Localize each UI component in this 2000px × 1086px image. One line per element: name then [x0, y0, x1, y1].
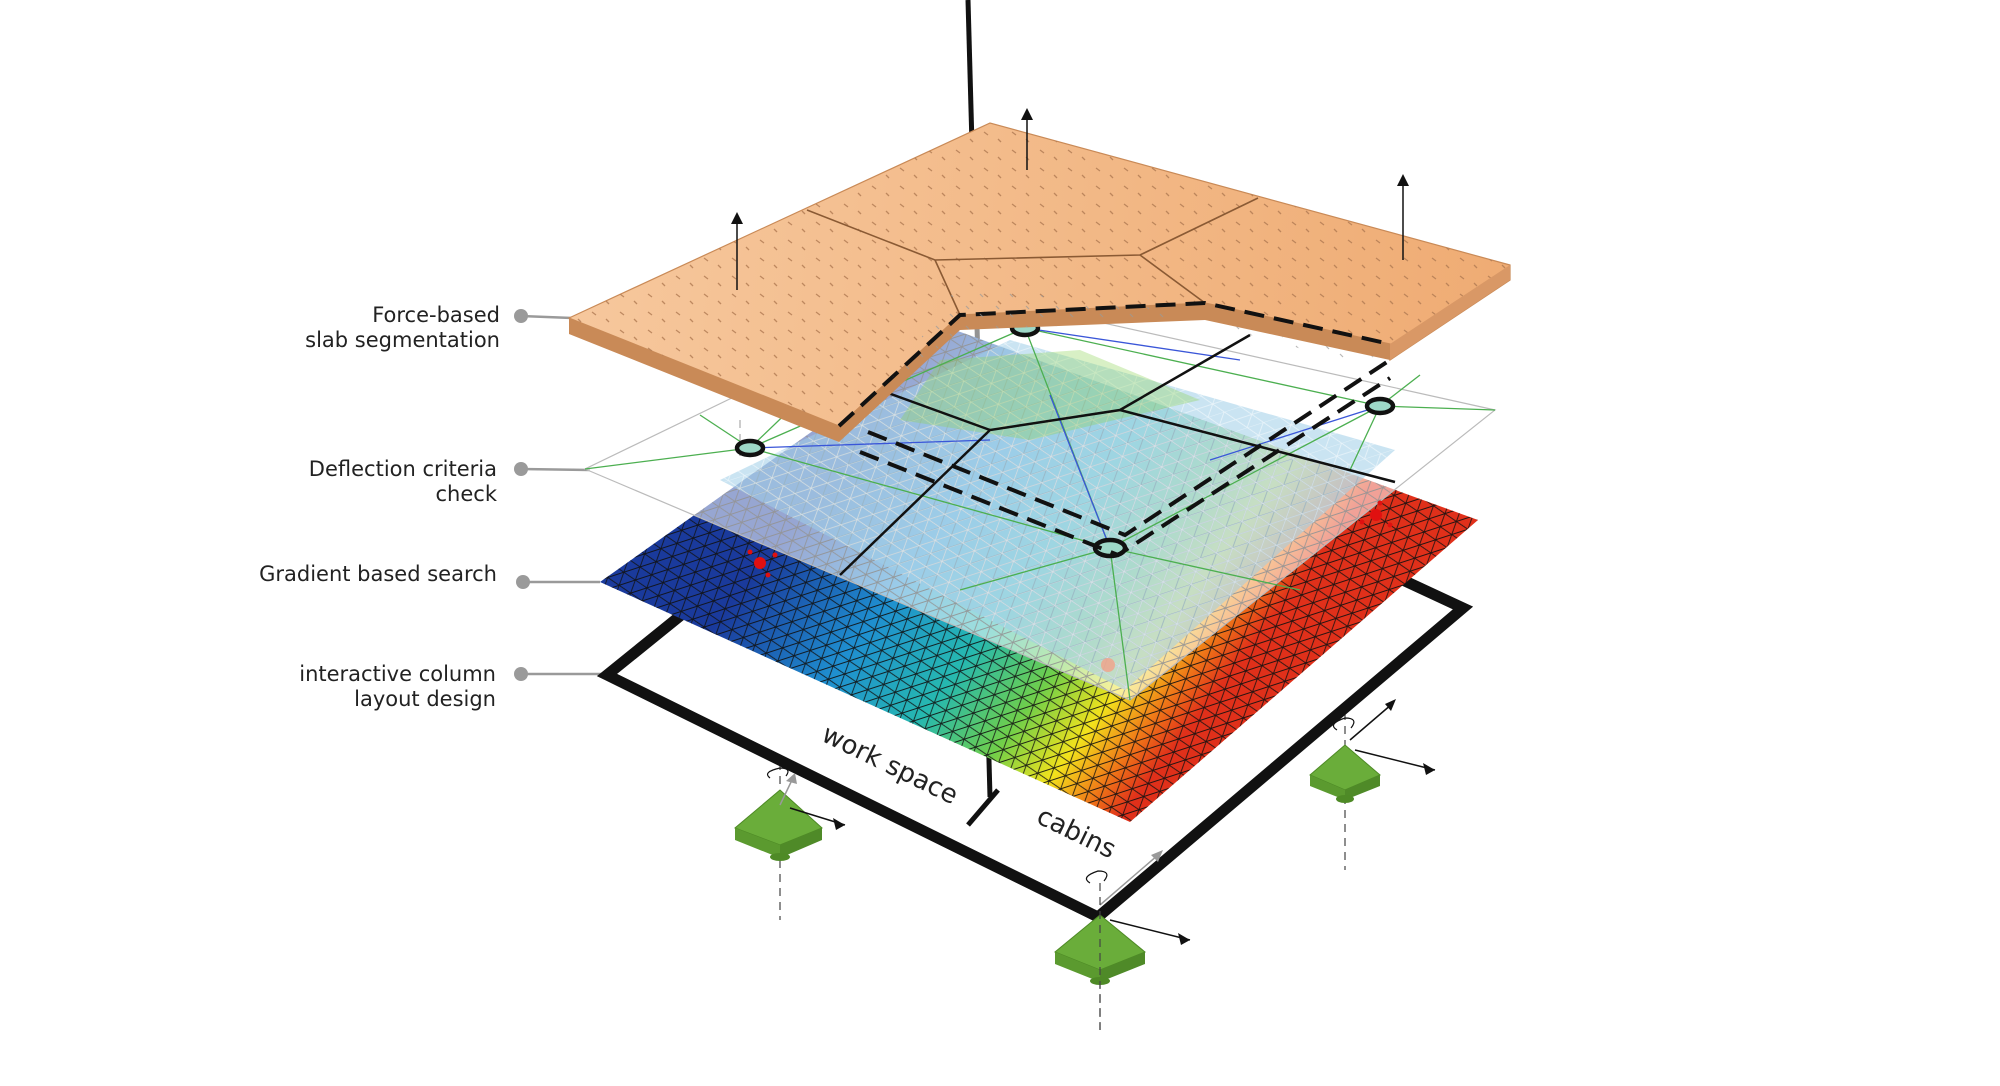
leader-dot — [514, 309, 528, 323]
force-arrows — [731, 108, 1409, 290]
label-force-line1: Force-based — [372, 303, 500, 327]
leader-force — [520, 314, 573, 320]
label-deflection-line2: check — [435, 482, 497, 506]
label-gradient: Gradient based search — [259, 562, 497, 587]
column-center — [1054, 850, 1191, 1030]
node-right — [1364, 396, 1396, 416]
leader-dot — [514, 462, 528, 476]
slab-projection-outline — [859, 358, 1392, 558]
node-center — [1092, 537, 1128, 559]
leader-deflection — [520, 467, 591, 472]
column-right — [1309, 699, 1436, 803]
label-deflection: Deflection criteria check — [309, 457, 497, 507]
columns — [734, 699, 1436, 1030]
label-interactive-line1: interactive column — [299, 662, 496, 686]
label-force-slab: Force-based slab segmentation — [305, 303, 500, 353]
partition-wall — [966, 788, 1000, 827]
label-interactive-line2: layout design — [354, 687, 496, 711]
leader-lines — [520, 314, 608, 676]
label-gradient-line1: Gradient based search — [259, 562, 497, 586]
label-deflection-line1: Deflection criteria — [308, 457, 497, 481]
leader-dot — [514, 667, 528, 681]
probe-point — [1101, 658, 1115, 672]
node-left — [734, 438, 766, 458]
label-force-line2: slab segmentation — [305, 328, 500, 352]
column-left — [734, 767, 846, 861]
leader-dot — [516, 575, 530, 589]
label-interactive: interactive column layout design — [299, 662, 496, 712]
blue-mesh-lines — [749, 327, 1381, 549]
force-slab-layer — [567, 108, 1511, 442]
gradient-markers — [747, 500, 1393, 578]
